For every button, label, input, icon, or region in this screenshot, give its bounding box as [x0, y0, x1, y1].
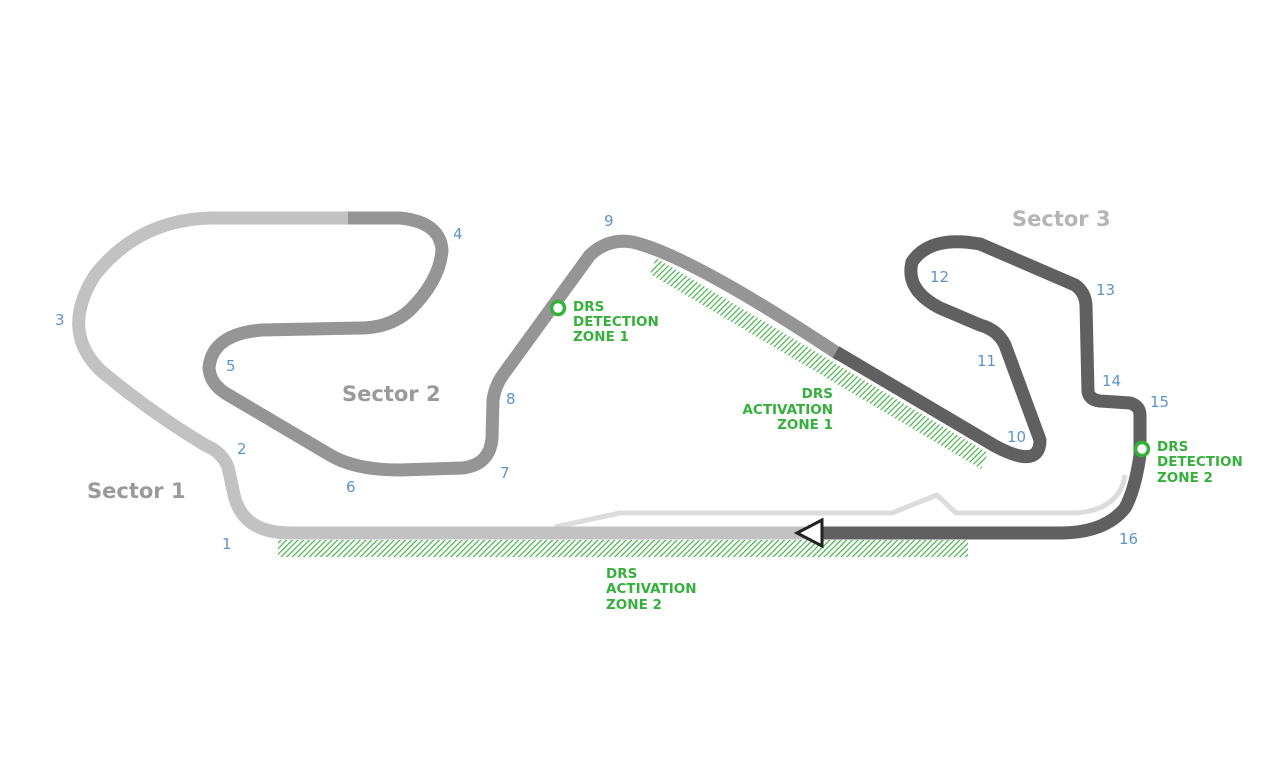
track-sector-1: [72, 211, 820, 540]
turn-number-3: 3: [55, 311, 65, 329]
sector-2-label: Sector 2: [342, 382, 441, 406]
turn-number-8: 8: [506, 390, 516, 408]
turn-number-15: 15: [1150, 393, 1169, 411]
drs-activation-zone-1-label: DRS ACTIVATION ZONE 1: [742, 386, 833, 433]
sector-1-label: Sector 1: [87, 479, 186, 503]
drs-detection-zone-2-label: DRS DETECTION ZONE 2: [1157, 439, 1243, 486]
turn-number-4: 4: [453, 225, 463, 243]
turn-number-10: 10: [1007, 428, 1026, 446]
svg-text:ZONE 1: ZONE 1: [573, 329, 629, 345]
svg-text:DRS: DRS: [606, 566, 637, 582]
svg-text:ZONE 2: ZONE 2: [606, 597, 662, 613]
turn-number-1: 1: [222, 535, 232, 553]
svg-text:ZONE 1: ZONE 1: [777, 417, 833, 433]
start-direction-arrow-icon: [793, 517, 824, 549]
svg-text:DETECTION: DETECTION: [573, 314, 659, 330]
drs-activation-zone-2-hatch: [278, 540, 968, 557]
turn-number-2: 2: [237, 440, 247, 458]
drs-detection-1-marker-icon: [549, 299, 567, 317]
drs-detection-zone-1-label: DRS DETECTION ZONE 1: [573, 299, 659, 345]
turn-number-6: 6: [346, 478, 356, 496]
pit-lane: [554, 474, 1128, 530]
turn-number-12: 12: [930, 268, 949, 286]
turn-number-14: 14: [1102, 372, 1121, 390]
turn-number-9: 9: [604, 212, 614, 230]
turn-number-7: 7: [500, 464, 510, 482]
svg-text:ACTIVATION: ACTIVATION: [606, 581, 697, 597]
sector-3-label: Sector 3: [1012, 207, 1111, 231]
drs-detection-2-marker-icon: [1133, 440, 1151, 458]
turn-number-13: 13: [1096, 281, 1115, 299]
drs-activation-zone-2-label: DRS ACTIVATION ZONE 2: [606, 566, 697, 613]
svg-text:ZONE 2: ZONE 2: [1157, 470, 1213, 486]
track-sector-2: [202, 211, 844, 477]
turn-number-11: 11: [977, 352, 996, 370]
turn-number-5: 5: [226, 357, 236, 375]
svg-text:DRS: DRS: [573, 299, 604, 315]
svg-text:DRS: DRS: [802, 386, 833, 402]
drs-activation-zone-1-hatch: [650, 258, 988, 469]
svg-text:DRS: DRS: [1157, 439, 1188, 455]
track-sector-3: [820, 235, 1147, 540]
svg-text:DETECTION: DETECTION: [1157, 454, 1243, 470]
svg-text:ACTIVATION: ACTIVATION: [742, 402, 833, 418]
turn-number-16: 16: [1119, 530, 1138, 548]
